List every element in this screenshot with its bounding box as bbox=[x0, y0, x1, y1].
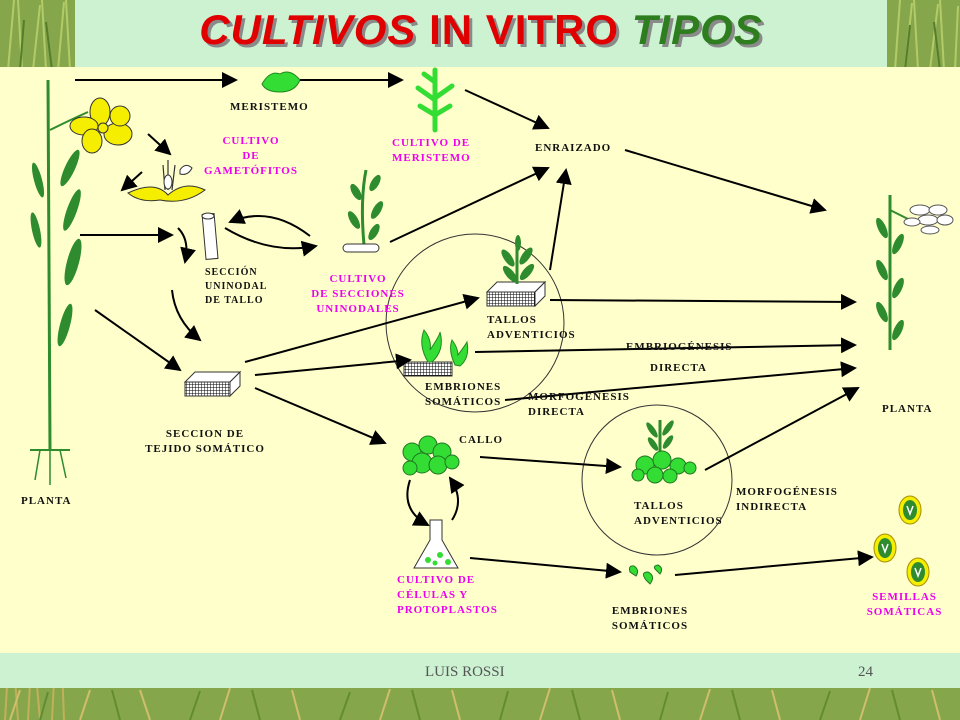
tissue-block-illustration bbox=[183, 370, 242, 398]
label-line: MORFOGÉNESIS bbox=[736, 486, 838, 498]
adventitious-shoots-illustration-2 bbox=[631, 420, 697, 484]
label-line: DE bbox=[242, 150, 260, 162]
label-seccion-uninodal: SECCIÓN UNINODAL DE TALLO bbox=[205, 266, 267, 308]
title-bar: CULTIVOS IN VITRO TIPOS bbox=[75, 0, 887, 67]
label-planta-left: PLANTA bbox=[21, 495, 72, 507]
somatic-seeds-illustration bbox=[873, 495, 930, 587]
somatic-embryos-illustration-2 bbox=[629, 564, 663, 585]
label-line: EMBRIONES bbox=[425, 381, 502, 393]
somatic-embryos-illustration-1 bbox=[403, 329, 469, 377]
label-meristemo: MERISTEMO bbox=[230, 101, 309, 113]
label-line: MERISTEMO bbox=[392, 152, 471, 164]
label-line: SOMÁTICOS bbox=[611, 620, 689, 632]
title-part-in-vitro: IN VITRO bbox=[429, 6, 620, 53]
title-part-cultivos: CULTIVOS bbox=[199, 6, 417, 53]
slide-title: CULTIVOS IN VITRO TIPOS bbox=[75, 6, 887, 54]
callus-illustration bbox=[402, 435, 460, 476]
label-line: TALLOS bbox=[634, 500, 684, 512]
label-tallos-adventicios-2: TALLOS ADVENTICIOS bbox=[634, 499, 723, 529]
label-morfogenesis-directa: MORFOGÉNESIS DIRECTA bbox=[528, 390, 630, 420]
label-semillas-somaticas: SEMILLAS SOMÁTICAS bbox=[857, 590, 952, 620]
label-line: DE TALLO bbox=[205, 295, 264, 306]
indirect-morphogenesis-circle bbox=[581, 404, 733, 556]
label-line: EMBRIONES bbox=[611, 605, 689, 617]
label-tallos-adventicios-1: TALLOS ADVENTICIOS bbox=[487, 313, 576, 343]
label-embriones-somaticos-1: EMBRIONES SOMÁTICOS bbox=[425, 380, 501, 410]
page-number: 24 bbox=[858, 664, 873, 680]
adventitious-shoots-illustration-1 bbox=[485, 235, 547, 308]
label-callo: CALLO bbox=[459, 434, 504, 446]
label-line: GAMETÓFITOS bbox=[204, 165, 298, 177]
label-line: CULTIVO bbox=[329, 273, 387, 285]
label-line: SOMÁTICAS bbox=[866, 606, 943, 618]
label-line: SECCIÓN bbox=[205, 267, 258, 278]
label-planta-right: PLANTA bbox=[882, 403, 933, 415]
label-line: PROTOPLASTOS bbox=[397, 604, 498, 616]
meristem-culture-illustration bbox=[415, 67, 455, 133]
label-line: SEMILLAS bbox=[872, 591, 937, 603]
label-line: DE SECCIONES bbox=[311, 288, 405, 300]
label-seccion-tejido: SECCION DE TEJIDO SOMÁTICO bbox=[135, 427, 275, 457]
label-line: ADVENTICIOS bbox=[487, 329, 576, 341]
label-line: DIRECTA bbox=[650, 362, 707, 374]
label-line: UNINODALES bbox=[316, 303, 400, 315]
label-enraizado: ENRAIZADO bbox=[535, 142, 612, 154]
label-line: DIRECTA bbox=[528, 406, 585, 418]
label-line: UNINODAL bbox=[205, 281, 268, 292]
title-part-tipos: TIPOS bbox=[631, 6, 763, 53]
label-cultivo-gametofitos: CULTIVO DE GAMETÓFITOS bbox=[196, 134, 306, 179]
label-line: SECCION DE bbox=[165, 428, 245, 440]
right-plant-illustration bbox=[876, 195, 954, 350]
left-plant-illustration bbox=[30, 79, 133, 485]
label-line: ADVENTICIOS bbox=[634, 515, 723, 527]
label-embriones-somaticos-2: EMBRIONES SOMÁTICOS bbox=[600, 604, 700, 634]
label-line: SOMÁTICOS bbox=[425, 396, 502, 408]
label-cultivo-secciones: CULTIVO DE SECCIONES UNINODALES bbox=[298, 272, 418, 317]
label-cultivo-celulas: CULTIVO DE CÉLULAS Y PROTOPLASTOS bbox=[397, 573, 498, 618]
diagram-canvas bbox=[0, 67, 960, 653]
label-line: CULTIVO bbox=[222, 135, 280, 147]
label-line: CULTIVO DE bbox=[397, 574, 476, 586]
meristem-illustration bbox=[261, 71, 301, 93]
process-arrows bbox=[75, 72, 874, 579]
footer-bar: LUIS ROSSI 24 bbox=[0, 653, 960, 688]
label-line: TEJIDO SOMÁTICO bbox=[145, 443, 265, 455]
label-cultivo-meristemo: CULTIVO DE MERISTEMO bbox=[392, 136, 471, 166]
label-line: CULTIVO DE bbox=[392, 137, 471, 149]
flower-dissection-illustration bbox=[127, 160, 206, 202]
label-line: EMBRIOGÉNESIS bbox=[626, 341, 733, 353]
label-line: INDIRECTA bbox=[736, 501, 808, 513]
label-line: CÉLULAS Y bbox=[397, 589, 469, 601]
label-line: MORFOGÉNESIS bbox=[528, 391, 630, 403]
cell-culture-flask-illustration bbox=[413, 519, 459, 569]
uninodal-culture-illustration bbox=[342, 169, 384, 253]
label-morfogenesis-indirecta: MORFOGÉNESIS INDIRECTA bbox=[736, 485, 838, 515]
footer-author: LUIS ROSSI bbox=[425, 664, 505, 680]
label-line: TALLOS bbox=[487, 314, 537, 326]
stem-section-illustration bbox=[201, 212, 219, 260]
label-embriogenesis-directa: EMBRIOGÉNESIS DIRECTA bbox=[626, 340, 733, 376]
